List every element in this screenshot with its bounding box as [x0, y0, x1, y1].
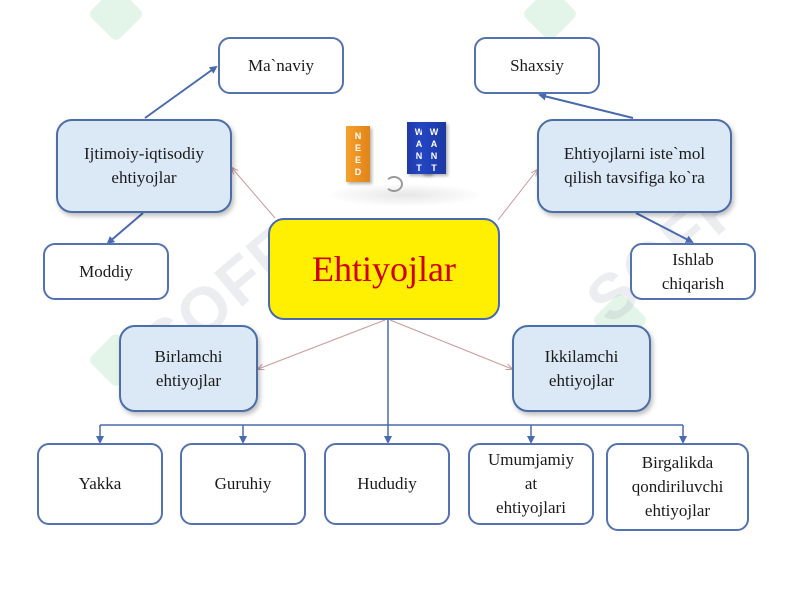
pencil-icon [385, 176, 403, 192]
node-label: Ehtiyojlarni iste`mol qilish tavsifiga k… [563, 144, 706, 187]
node-umumjamiyat: Umumjamiy at ehtiyojlari [468, 443, 594, 525]
node-label: Ikkilamchi ehtiyojlar [544, 346, 619, 390]
node-ishlab-chiqarish: Ishlab chiqarish [630, 243, 756, 300]
need-want-cubes-picture: N E E D W A N T W A N T [330, 112, 480, 212]
node-label: Ishlab chiqarish [661, 249, 725, 293]
connector-center-birlamchi [258, 319, 386, 369]
node-label: Ma`naviy [247, 55, 315, 75]
node-hududiy: Hududiy [324, 443, 450, 525]
node-istemol-tavsifi: Ehtiyojlarni iste`mol qilish tavsifiga k… [537, 119, 732, 213]
node-birgalikda: Birgalikda qondiriluvchi ehtiyojlar [606, 443, 749, 531]
node-label: Guruhiy [214, 474, 272, 493]
node-manaviy: Ma`naviy [218, 37, 344, 94]
connector-ijtimoiy-moddiy [106, 212, 144, 245]
node-guruhiy: Guruhiy [180, 443, 306, 525]
center-title: Ehtiyojlar [312, 249, 456, 289]
want-cube: W A N T [422, 122, 446, 174]
node-ehtiyojlar-center: Ehtiyojlar [268, 218, 500, 320]
node-label: Ijtimoiy-iqtisodiy ehtiyojlar [84, 144, 204, 187]
connector-center-ikkilamchi [389, 319, 512, 369]
node-shaxsiy: Shaxsiy [474, 37, 600, 94]
node-label: Hududiy [357, 474, 417, 493]
node-yakka: Yakka [37, 443, 163, 525]
node-label: Birlamchi ehtiyojlar [154, 346, 223, 390]
node-moddiy: Moddiy [43, 243, 169, 300]
need-cube: N E E D [346, 126, 370, 182]
node-label: Moddiy [79, 261, 133, 281]
picture-shadow [330, 184, 480, 206]
node-label: Shaxsiy [510, 55, 564, 75]
connector-ijtimoiy-manaviy [144, 65, 218, 119]
node-ikkilamchi: Ikkilamchi ehtiyojlar [512, 325, 651, 412]
connector-center-istemol [497, 170, 537, 221]
node-ijtimoiy-iqtisodiy: Ijtimoiy-iqtisodiy ehtiyojlar [56, 119, 232, 213]
connector-istemol-shaxsiy [538, 92, 634, 119]
node-label: Yakka [78, 474, 122, 493]
node-birlamchi: Birlamchi ehtiyojlar [119, 325, 258, 412]
node-label: Umumjamiy at ehtiyojlari [488, 450, 574, 517]
connector-istemol-ishlab [635, 212, 694, 243]
connector-center-ijtimoiy [232, 168, 276, 219]
node-label: Birgalikda qondiriluvchi ehtiyojlar [631, 453, 724, 520]
